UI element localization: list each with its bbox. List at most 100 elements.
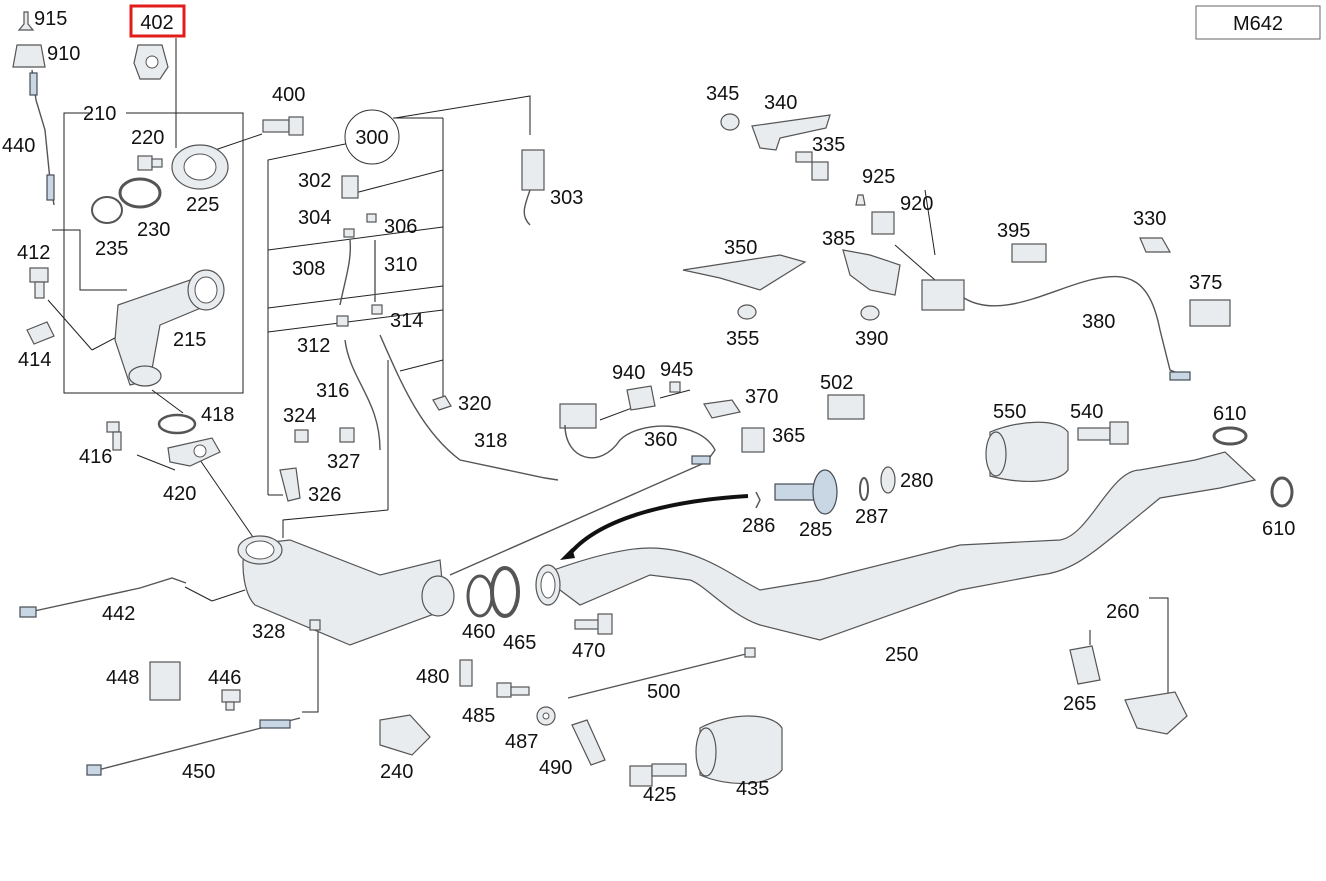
callout-412[interactable]: 412 <box>17 242 50 264</box>
callout-465[interactable]: 465 <box>503 632 536 654</box>
callout-940[interactable]: 940 <box>612 362 645 384</box>
callout-286[interactable]: 286 <box>742 515 775 537</box>
part-470 <box>574 613 613 635</box>
callout-480[interactable]: 480 <box>416 666 449 688</box>
callout-210[interactable]: 210 <box>83 103 116 125</box>
callout-375[interactable]: 375 <box>1189 272 1222 294</box>
part-287 <box>859 477 869 501</box>
callout-265[interactable]: 265 <box>1063 693 1096 715</box>
part-940 <box>626 385 656 411</box>
callout-302[interactable]: 302 <box>298 170 331 192</box>
callout-485[interactable]: 485 <box>462 705 495 727</box>
callout-287[interactable]: 287 <box>855 506 888 528</box>
callout-385[interactable]: 385 <box>822 228 855 250</box>
callout-365[interactable]: 365 <box>772 425 805 447</box>
part-915 <box>17 11 35 31</box>
callout-395[interactable]: 395 <box>997 220 1030 242</box>
callout-400[interactable]: 400 <box>272 84 305 106</box>
arrow-285-to-pipe <box>566 494 749 558</box>
callout-440[interactable]: 440 <box>2 135 35 157</box>
callout-330[interactable]: 330 <box>1133 208 1166 230</box>
callout-540[interactable]: 540 <box>1070 401 1103 423</box>
callout-402[interactable]: 402 <box>140 12 173 34</box>
callout-335[interactable]: 335 <box>812 134 845 156</box>
callout-355[interactable]: 355 <box>726 328 759 350</box>
callout-345[interactable]: 345 <box>706 83 739 105</box>
callout-390[interactable]: 390 <box>855 328 888 350</box>
callout-225[interactable]: 225 <box>186 194 219 216</box>
callout-260[interactable]: 260 <box>1106 601 1139 623</box>
callout-327[interactable]: 327 <box>327 451 360 473</box>
callout-304[interactable]: 304 <box>298 207 331 229</box>
callout-550[interactable]: 550 <box>993 401 1026 423</box>
engine-badge: M642 <box>1195 5 1321 40</box>
callout-308[interactable]: 308 <box>292 258 325 280</box>
callout-418[interactable]: 418 <box>201 404 234 426</box>
callout-470[interactable]: 470 <box>572 640 605 662</box>
callout-490[interactable]: 490 <box>539 757 572 779</box>
callout-303[interactable]: 303 <box>550 187 583 209</box>
callout-502[interactable]: 502 <box>820 372 853 394</box>
callout-920[interactable]: 920 <box>900 193 933 215</box>
callout-340[interactable]: 340 <box>764 92 797 114</box>
callout-300[interactable]: 300 <box>355 127 388 149</box>
callout-442[interactable]: 442 <box>102 603 135 625</box>
callout-314[interactable]: 314 <box>390 310 423 332</box>
part-260 <box>1124 691 1188 735</box>
callout-500[interactable]: 500 <box>647 681 680 703</box>
callout-324[interactable]: 324 <box>283 405 316 427</box>
callout-328[interactable]: 328 <box>252 621 285 643</box>
callout-306[interactable]: 306 <box>384 216 417 238</box>
part-304 <box>343 228 355 238</box>
part-465 <box>490 566 520 618</box>
part-326 <box>279 467 301 502</box>
callout-915[interactable]: 915 <box>34 8 67 30</box>
part-360 <box>449 403 716 576</box>
callout-446[interactable]: 446 <box>208 667 241 689</box>
engine-badge-text: M642 <box>1233 13 1283 35</box>
callout-435[interactable]: 435 <box>736 778 769 800</box>
callout-416[interactable]: 416 <box>79 446 112 468</box>
callout-450[interactable]: 450 <box>182 761 215 783</box>
callout-280[interactable]: 280 <box>900 470 933 492</box>
callout-350[interactable]: 350 <box>724 237 757 259</box>
callout-230[interactable]: 230 <box>137 219 170 241</box>
callout-235[interactable]: 235 <box>95 238 128 260</box>
callout-425[interactable]: 425 <box>643 784 676 806</box>
callout-380[interactable]: 380 <box>1082 311 1115 333</box>
callout-250[interactable]: 250 <box>885 644 918 666</box>
callout-318[interactable]: 318 <box>474 430 507 452</box>
callout-610b[interactable]: 610 <box>1262 518 1295 540</box>
callout-910[interactable]: 910 <box>47 43 80 65</box>
callout-316[interactable]: 316 <box>316 380 349 402</box>
part-324 <box>294 429 309 443</box>
part-286 <box>755 491 761 509</box>
callout-240[interactable]: 240 <box>380 761 413 783</box>
callout-326[interactable]: 326 <box>308 484 341 506</box>
callout-420[interactable]: 420 <box>163 483 196 505</box>
callout-320[interactable]: 320 <box>458 393 491 415</box>
callout-215[interactable]: 215 <box>173 329 206 351</box>
part-380 <box>921 275 1191 381</box>
callout-925[interactable]: 925 <box>862 166 895 188</box>
callout-414[interactable]: 414 <box>18 349 51 371</box>
callout-448[interactable]: 448 <box>106 667 139 689</box>
callout-460[interactable]: 460 <box>462 621 495 643</box>
part-925 <box>855 194 866 206</box>
callout-360[interactable]: 360 <box>644 429 677 451</box>
part-910 <box>12 44 46 68</box>
callout-610a[interactable]: 610 <box>1213 403 1246 425</box>
callout-310[interactable]: 310 <box>384 254 417 276</box>
callout-312[interactable]: 312 <box>297 335 330 357</box>
part-316 <box>344 339 381 451</box>
callout-220[interactable]: 220 <box>131 127 164 149</box>
callout-487[interactable]: 487 <box>505 731 538 753</box>
parts <box>12 11 1294 787</box>
part-414 <box>26 321 55 345</box>
part-402 <box>133 44 169 80</box>
callout-285[interactable]: 285 <box>799 519 832 541</box>
callout-945[interactable]: 945 <box>660 359 693 381</box>
part-920 <box>871 211 895 235</box>
callout-370[interactable]: 370 <box>745 386 778 408</box>
